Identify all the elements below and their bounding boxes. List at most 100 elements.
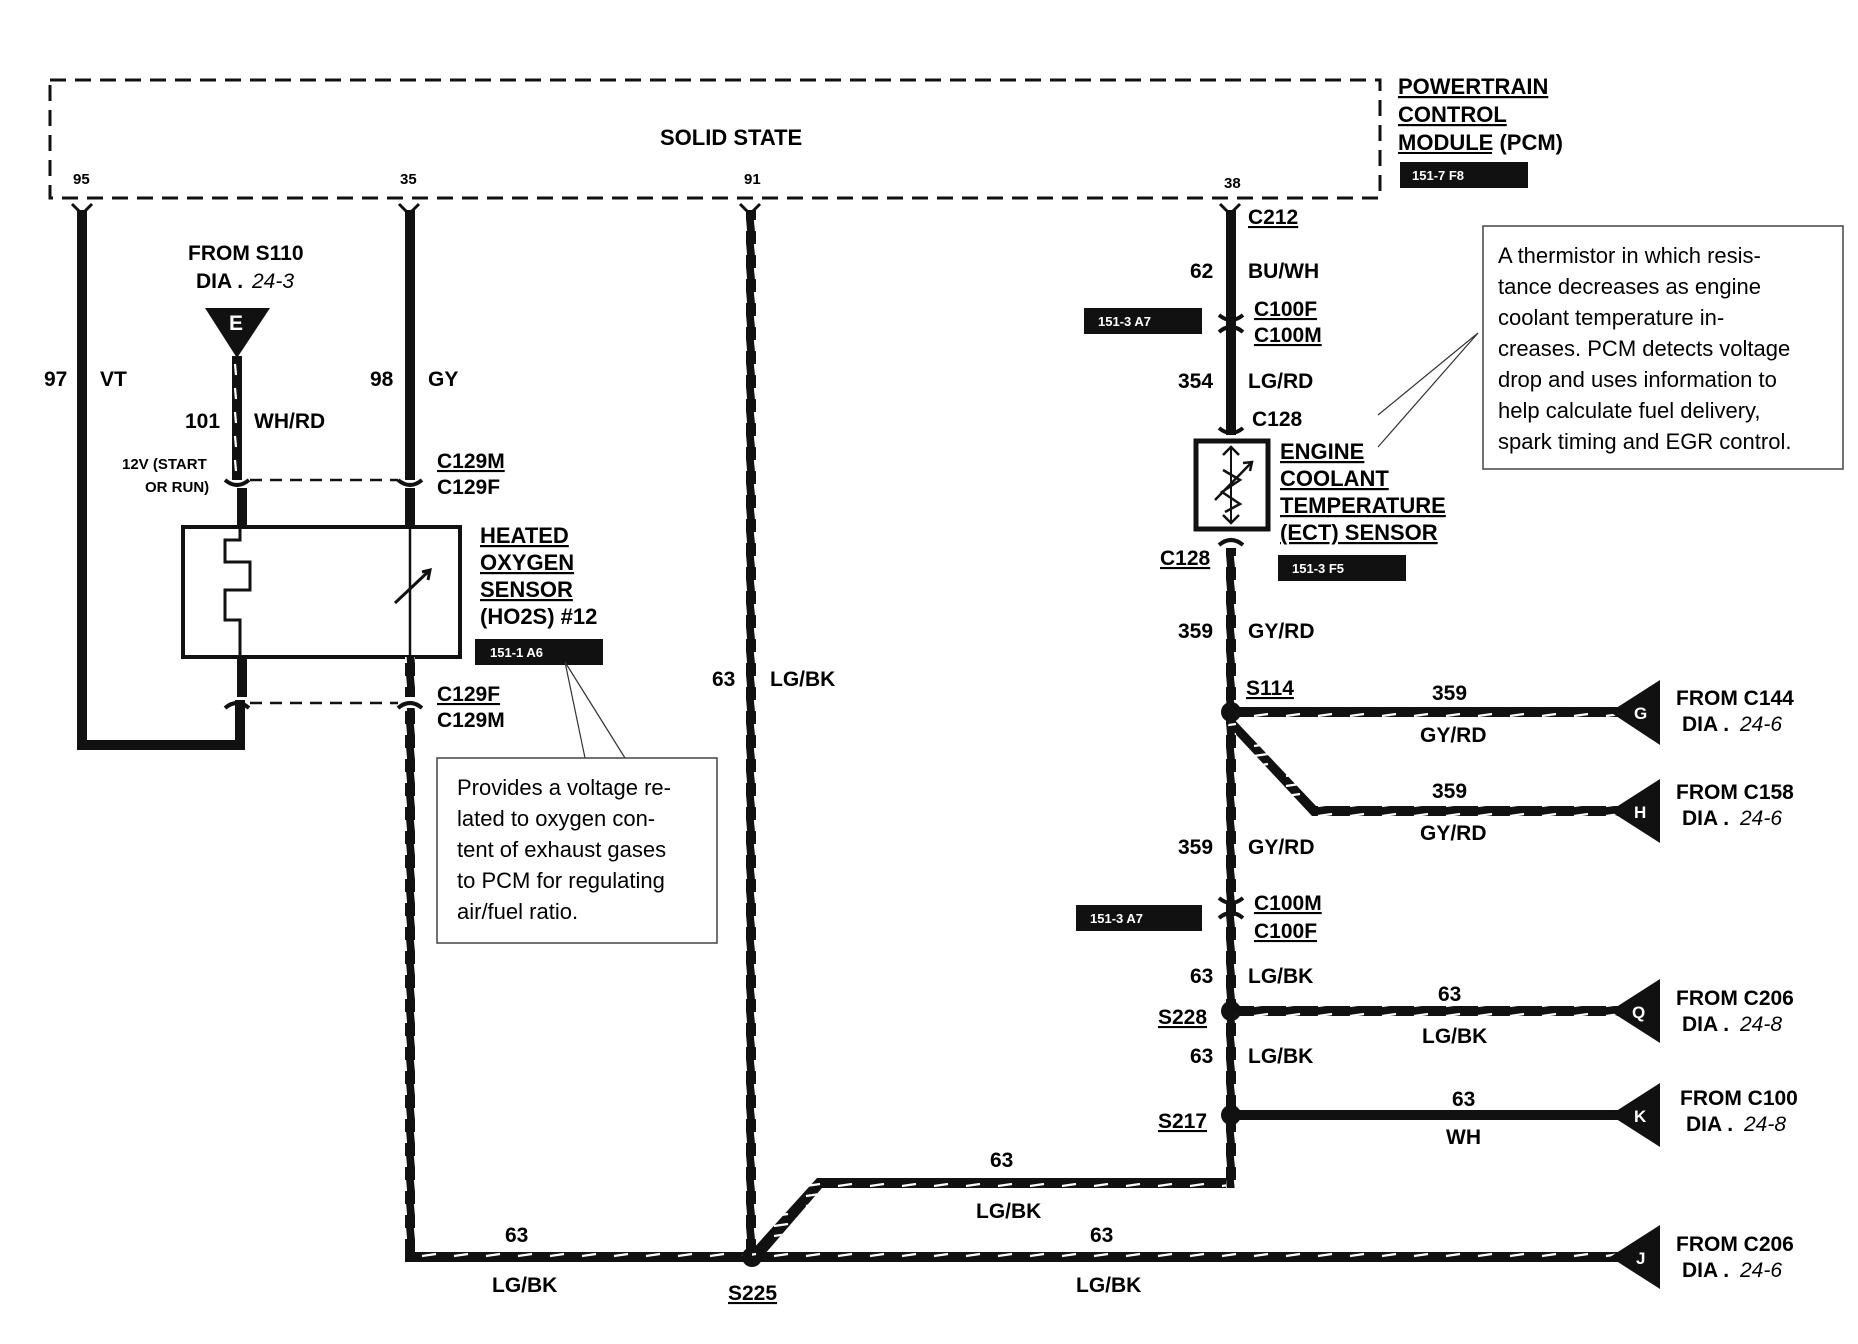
ect-note-4: creases. PCM detects voltage [1498,336,1790,361]
pcm-title-3: MODULE (PCM) [1398,130,1563,155]
wire-359-h-circuit: 359 [1432,780,1467,803]
wire-63-diag: 63 LG/BK [752,1149,1233,1262]
wire-101-circuit: 101 [185,410,220,433]
pcm-pin-chevrons [70,202,1242,217]
ho2s-note-1: Provides a voltage re- [457,775,671,800]
ho2s-body [181,525,462,659]
wire-63-left: 63 LG/BK [405,708,750,1297]
from-s110-source: FROM S110 DIA . 24-3 E [188,242,304,358]
power-label-1: 12V (START [122,456,207,473]
source-k-dia: DIA . [1686,1113,1733,1136]
from-s110-label: FROM S110 [188,242,304,265]
wire-97-circuit: 97 [44,368,67,391]
wire-97-color: VT [100,368,127,391]
source-j-dia: DIA . [1682,1259,1729,1282]
ho2s-note-5: air/fuel ratio. [457,899,578,924]
wire-63-left-circuit: 63 [505,1224,528,1247]
wire-359-g-color: GY/RD [1420,724,1487,747]
wire-63-q-circuit: 63 [1438,983,1461,1006]
c100-top-ref: 151-3 A7 [1098,314,1151,329]
source-j-letter: J [1636,1249,1645,1268]
wire-98-circuit: 98 [370,368,394,391]
wire-359-b-circuit: 359 [1178,836,1213,859]
thermistor-icon [1214,445,1254,525]
pcm-pin-38: 38 [1224,175,1241,192]
wire-359-a-circuit: 359 [1178,620,1213,643]
c129f-top-label: C129F [437,476,500,499]
source-q: Q FROM C206 DIA . 24-8 [1610,979,1794,1043]
ect-label-2: COOLANT [1280,466,1389,491]
wire-359-h-color: GY/RD [1420,822,1487,845]
ho2s-label-1: HEATED [480,523,569,548]
source-j-from: FROM C206 [1676,1233,1794,1256]
c129f-bottom-label: C129F [437,683,500,706]
source-g: G FROM C144 DIA . 24-6 [1610,680,1794,745]
c100f-bottom-label: C100F [1254,920,1317,943]
ho2s-label-4: (HO2S) #12 [480,604,597,629]
heater-element-icon [223,527,252,657]
source-h-page: 24-6 [1739,807,1782,830]
source-g-letter: G [1634,704,1647,723]
pcm-body-label: SOLID STATE [660,125,802,150]
c129m-top-label: C129M [437,450,505,473]
source-h: H FROM C158 DIA . 24-6 [1610,779,1794,843]
ho2s-label-2: OXYGEN [480,550,574,575]
wire-62-circuit: 62 [1190,260,1213,283]
wire-63-main-color: LG/BK [770,668,835,691]
wire-359-a-color: GY/RD [1248,620,1315,643]
ect-note-3: coolant temperature in- [1498,305,1724,330]
wire-63-j-color: LG/BK [1076,1274,1141,1297]
pcm-ref: 151-7 F8 [1412,168,1464,183]
pcm-module: SOLID STATE 95 35 91 38 POWERTRAIN CONTR… [48,74,1563,200]
power-label-2: OR RUN) [145,479,209,496]
ho2s-label-3: SENSOR [480,577,573,602]
c129-bottom-connector: C129F C129M [223,683,505,732]
wire-62-color: BU/WH [1248,260,1319,283]
wire-63-diag-color: LG/BK [976,1200,1041,1223]
ect-note: A thermistor in which resis- tance decre… [1377,225,1844,470]
source-g-from: FROM C144 [1676,687,1794,710]
pcm-title-2: CONTROL [1398,102,1507,127]
source-j: J FROM C206 DIA . 24-6 [1610,1225,1794,1289]
wire-63-d-color: LG/BK [1248,1045,1313,1068]
pcm-ref-box [1400,162,1528,188]
source-h-from: FROM C158 [1676,781,1794,804]
wire-63-main-circuit: 63 [712,668,735,691]
ect-label-1: ENGINE [1280,439,1364,464]
wire-359-b-color: GY/RD [1248,836,1315,859]
wire-63-c-circuit: 63 [1190,965,1213,988]
ect-ref: 151-3 F5 [1292,561,1344,576]
c129m-bottom-label: C129M [437,709,505,732]
from-s110-letter: E [229,312,243,335]
wire-63-d-circuit: 63 [1190,1045,1213,1068]
ho2s-note: Provides a voltage re- lated to oxygen c… [436,661,718,944]
wire-97: 97 VT [44,210,245,750]
pcm-pin-91: 91 [744,171,761,188]
wire-63-q-color: LG/BK [1422,1025,1487,1048]
c128-bottom-label: C128 [1160,547,1211,570]
wire-63-c-color: LG/BK [1248,965,1313,988]
wire-63-left-color: LG/BK [492,1274,557,1297]
wire-101-color: WH/RD [254,410,325,433]
wire-63-main: 63 LG/BK [712,210,835,1255]
wire-63-k-color: WH [1446,1126,1481,1149]
ect-label-3: TEMPERATURE [1280,493,1446,518]
source-h-letter: H [1634,803,1646,822]
wire-101: 101 WH/RD 12V (START OR RUN) [122,356,325,496]
source-k-from: FROM C100 [1680,1087,1798,1110]
wire-98: 98 GY [370,210,458,480]
ect-note-2: tance decreases as engine [1498,274,1761,299]
pcm-outline [48,78,1382,200]
wire-63-j-circuit: 63 [1090,1224,1113,1247]
source-h-dia: DIA . [1682,807,1729,830]
pcm-pin-35: 35 [400,171,417,188]
s114-label: S114 [1246,677,1294,700]
from-s110-triangle [205,308,270,358]
pcm-pin-95: 95 [73,171,90,188]
source-j-page: 24-6 [1739,1259,1782,1282]
s228-label: S228 [1158,1006,1207,1029]
ect-sensor: C128 ENGINE COOLANT TEMPERATURE (ECT) SE… [1160,438,1446,581]
wire-98-color: GY [428,368,458,391]
ho2s-sensor: HEATED OXYGEN SENSOR (HO2S) #12 151-1 A6 [181,488,603,697]
wire-63-diag-circuit: 63 [990,1149,1013,1172]
